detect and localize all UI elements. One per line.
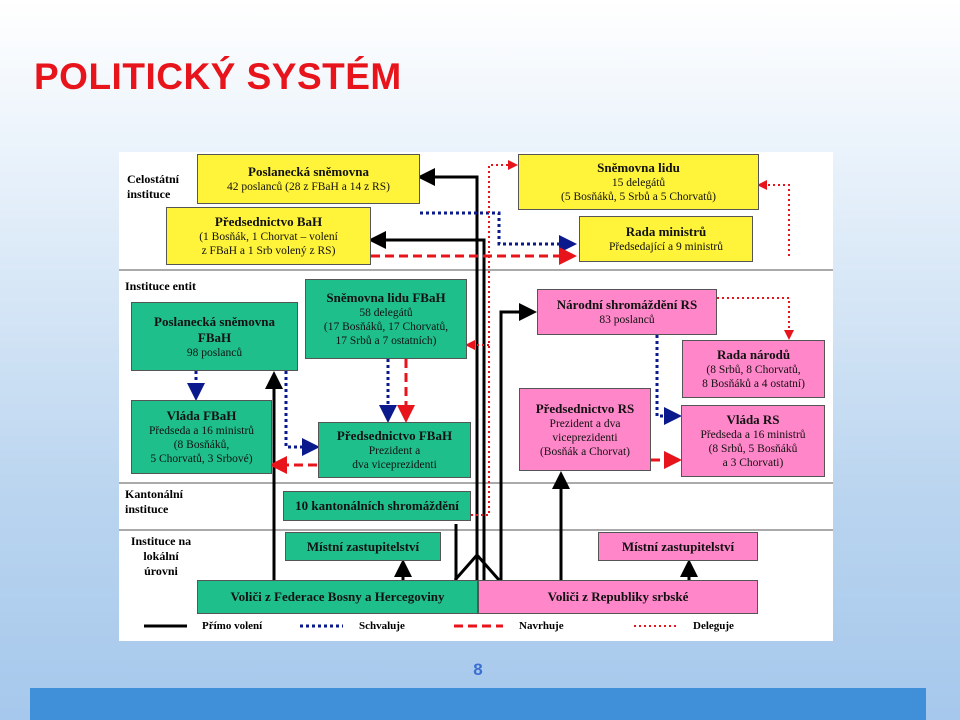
house-of-peoples-box: Sněmovna lidu 15 delegátů (5 Bosňáků, 5 … [518,154,759,210]
council-of-ministers-body: Předsedající a 9 ministrů [608,241,724,253]
house-of-peoples-fbah-line1: 58 delegátů [359,307,413,319]
proposal-lines [269,247,682,474]
presidency-bah-line2: z FBaH a 1 Srb volený z RS) [201,245,336,257]
section-label-state: Celostátní instituce [127,172,179,201]
legend-direct-label: Přímo volení [202,620,263,632]
house-of-peoples-line2: (5 Bosňáků, 5 Srbů a 5 Chorvatů) [561,191,716,203]
local-councils-fbah-box: Místní zastupitelství [285,532,441,561]
presidency-bah-title: Předsednictvo BaH [214,214,323,229]
cantonal-assemblies-title: 10 kantonálních shromáždění [295,498,459,513]
footer-bar [30,688,926,720]
house-of-peoples-fbah-line3: 17 Srbů a 7 ostatních) [335,335,437,347]
section-label-local: Instituce na lokální úrovni [130,534,192,578]
page-title: POLITICKÝ SYSTÉM [34,56,402,97]
house-of-representatives-fbah-title2: FBaH [197,329,232,345]
council-of-peoples-title: Rada národů [716,347,791,362]
government-rs-line2: (8 Srbů, 5 Bosňáků [708,443,798,455]
cantonal-assemblies-box: 10 kantonálních shromáždění [283,491,471,521]
house-of-representatives-body: 42 poslanců (28 z FBaH a 14 z RS) [227,181,390,193]
legend-proposes-label: Navrhuje [519,620,564,632]
house-of-peoples-fbah-title: Sněmovna lidu FBaH [326,290,446,305]
government-fbah-title: Vláda FBaH [166,408,237,423]
legend-approves-label: Schvaluje [359,620,405,632]
voters-rs-box: Voliči z Republiky srbské [478,580,758,614]
house-of-peoples-title: Sněmovna lidu [597,160,680,175]
government-fbah-line2: (8 Bosňáků, [173,439,230,451]
local-councils-fbah-title: Místní zastupitelství [306,538,420,554]
house-of-representatives-fbah-title1: Poslanecká sněmovna [154,313,275,329]
council-of-peoples-line1: (8 Srbů, 8 Chorvatů, [706,364,801,376]
voters-fbah-title: Voliči z Federace Bosny a Hercegoviny [230,589,445,604]
house-of-peoples-fbah-line2: (17 Bosňáků, 17 Chorvatů, [323,321,449,333]
house-of-representatives-title: Poslanecká sněmovna [248,164,369,179]
presidency-fbah-line1: Prezident a [368,445,421,457]
section-label-canton: Kantonální instituce [125,487,184,516]
political-system-diagram: Celostátní instituce Instituce entit Kan… [119,152,833,641]
council-of-peoples-line2: 8 Bosňáků a 4 ostatní) [702,378,805,390]
local-councils-rs-box: Místní zastupitelství [598,532,758,561]
house-of-peoples-line1: 15 delegátů [611,177,666,189]
page-number: 8 [473,660,483,679]
government-rs-line3: a 3 Chorvati) [722,457,784,469]
presidency-rs-line2: viceprezidenti [552,431,618,444]
national-assembly-rs-box: Národní shromáždění RS 83 poslanců [537,289,717,335]
government-rs-box: Vláda RS Předseda a 16 ministrů (8 Srbů,… [681,405,825,477]
government-fbah-line3: 5 Chorvatů, 3 Srbové) [150,453,253,465]
house-of-representatives-fbah-box: Poslanecká sněmovna FBaH 98 poslanců [131,302,298,371]
presidency-rs-box: Předsednictvo RS Prezident a dva vicepre… [519,388,651,471]
legend-delegates-label: Deleguje [693,620,734,632]
delegation-lines [465,160,794,516]
presidency-fbah-title: Předsednictvo FBaH [336,428,453,443]
voters-fbah-box: Voliči z Federace Bosny a Hercegoviny [197,580,478,614]
government-rs-line1: Předseda a 16 ministrů [700,429,806,441]
house-of-representatives-box: Poslanecká sněmovna 42 poslanců (28 z FB… [197,154,420,204]
diagram-connectors [119,160,833,628]
council-of-ministers-title: Rada ministrů [625,224,707,239]
section-label-entity: Instituce entit [125,279,196,293]
house-of-peoples-fbah-box: Sněmovna lidu FBaH 58 delegátů (17 Bosňá… [305,279,467,359]
council-of-ministers-box: Rada ministrů Předsedající a 9 ministrů [579,216,753,262]
presidency-fbah-box: Předsednictvo FBaH Prezident a dva vicep… [318,422,471,478]
government-fbah-box: Vláda FBaH Předseda a 16 ministrů (8 Bos… [131,400,272,474]
presidency-fbah-line2: dva viceprezidenti [352,459,437,471]
presidency-bah-box: Předsednictvo BaH (1 Bosňák, 1 Chorvat –… [166,207,371,265]
national-assembly-rs-title: Národní shromáždění RS [556,297,698,312]
presidency-rs-line3: (Bosňák a Chorvat) [539,445,631,458]
council-of-peoples-box: Rada národů (8 Srbů, 8 Chorvatů, 8 Bosňá… [682,340,825,398]
direct-election-lines [265,168,698,581]
voters-rs-title: Voliči z Republiky srbské [547,589,689,604]
presidency-rs-line1: Prezident a dva [549,417,621,430]
government-rs-title: Vláda RS [726,412,780,427]
presidency-rs-title: Předsednictvo RS [535,400,635,416]
government-fbah-line1: Předseda a 16 ministrů [148,425,255,437]
approval-lines [187,211,682,456]
presidency-bah-line1: (1 Bosňák, 1 Chorvat – volení [199,231,338,243]
national-assembly-rs-body: 83 poslanců [599,314,655,326]
house-of-representatives-fbah-body: 98 poslanců [186,346,243,359]
local-councils-rs-title: Místní zastupitelství [621,538,735,554]
